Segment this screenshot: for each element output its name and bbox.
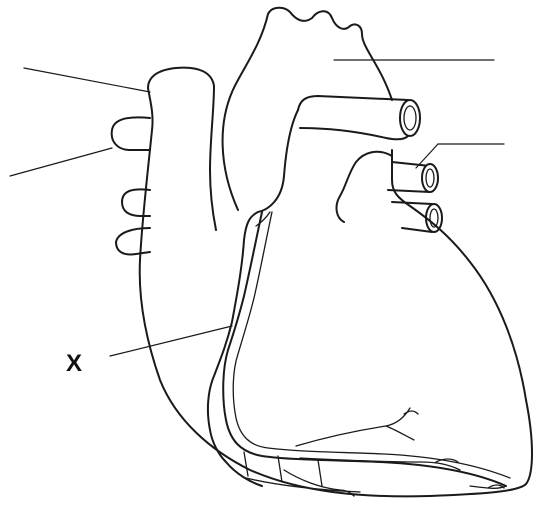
vessel-stub-upper [112, 117, 150, 150]
vessel-stub-lower [116, 228, 150, 255]
coronary-artery-inner [233, 212, 510, 478]
leader-line-top-left [24, 68, 150, 92]
left-auricle [337, 152, 392, 222]
pulmonary-vein-lower [392, 202, 432, 204]
leader-line-mid-left [10, 148, 112, 176]
leader-line-x [110, 326, 232, 356]
superior-vena-cava [148, 68, 216, 230]
coronary-branch-upper-fork [386, 411, 418, 440]
interior-crease [256, 212, 270, 226]
label-x: X [66, 350, 82, 378]
coronary-branch-upper [296, 408, 410, 446]
aortic-arch [223, 8, 392, 210]
heart-outline [140, 130, 532, 496]
pulmonary-vein-lower-b [402, 228, 432, 232]
pulmonary-vein-lower-opening [426, 204, 442, 232]
right-atrium-contour [208, 110, 298, 486]
vena-cava-left-edge [148, 88, 153, 130]
pulmonary-vein-upper [392, 162, 430, 166]
pulmonary-vein-upper-opening [422, 164, 438, 192]
pulmonary-trunk-lower [300, 128, 408, 139]
